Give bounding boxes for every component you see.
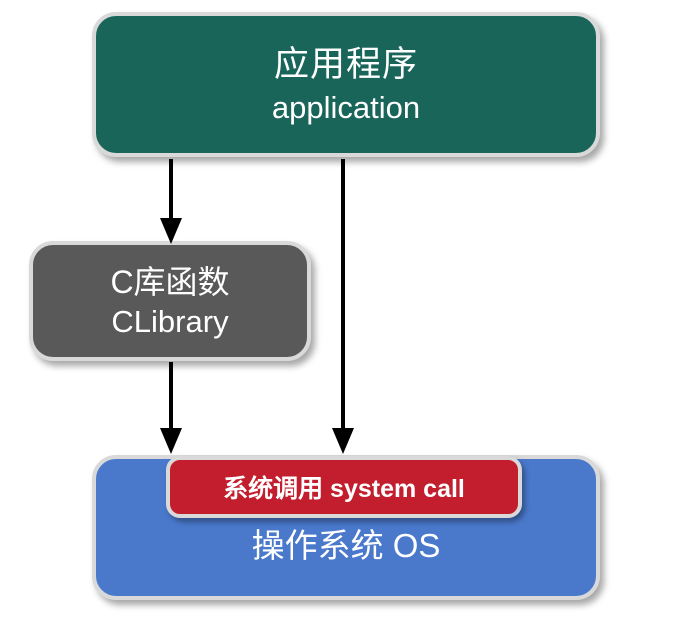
application-label-zh: 应用程序 <box>273 44 418 84</box>
application-label-en: application <box>271 89 421 125</box>
os-label: 操作系统 OS <box>251 527 441 564</box>
box-clibrary: C库函数 CLibrary <box>29 241 311 361</box>
clibrary-label-zh: C库函数 <box>110 264 230 300</box>
system-call-label: 系统调用 system call <box>223 475 465 503</box>
box-system-call: 系统调用 system call <box>166 456 522 518</box>
arrow-application-to-syscall <box>332 159 354 454</box>
arrow-clibrary-to-syscall <box>160 362 182 454</box>
clibrary-label-en: CLibrary <box>111 304 229 339</box>
arrow-application-to-clibrary <box>160 159 182 244</box>
box-application: 应用程序 application <box>92 12 600 157</box>
